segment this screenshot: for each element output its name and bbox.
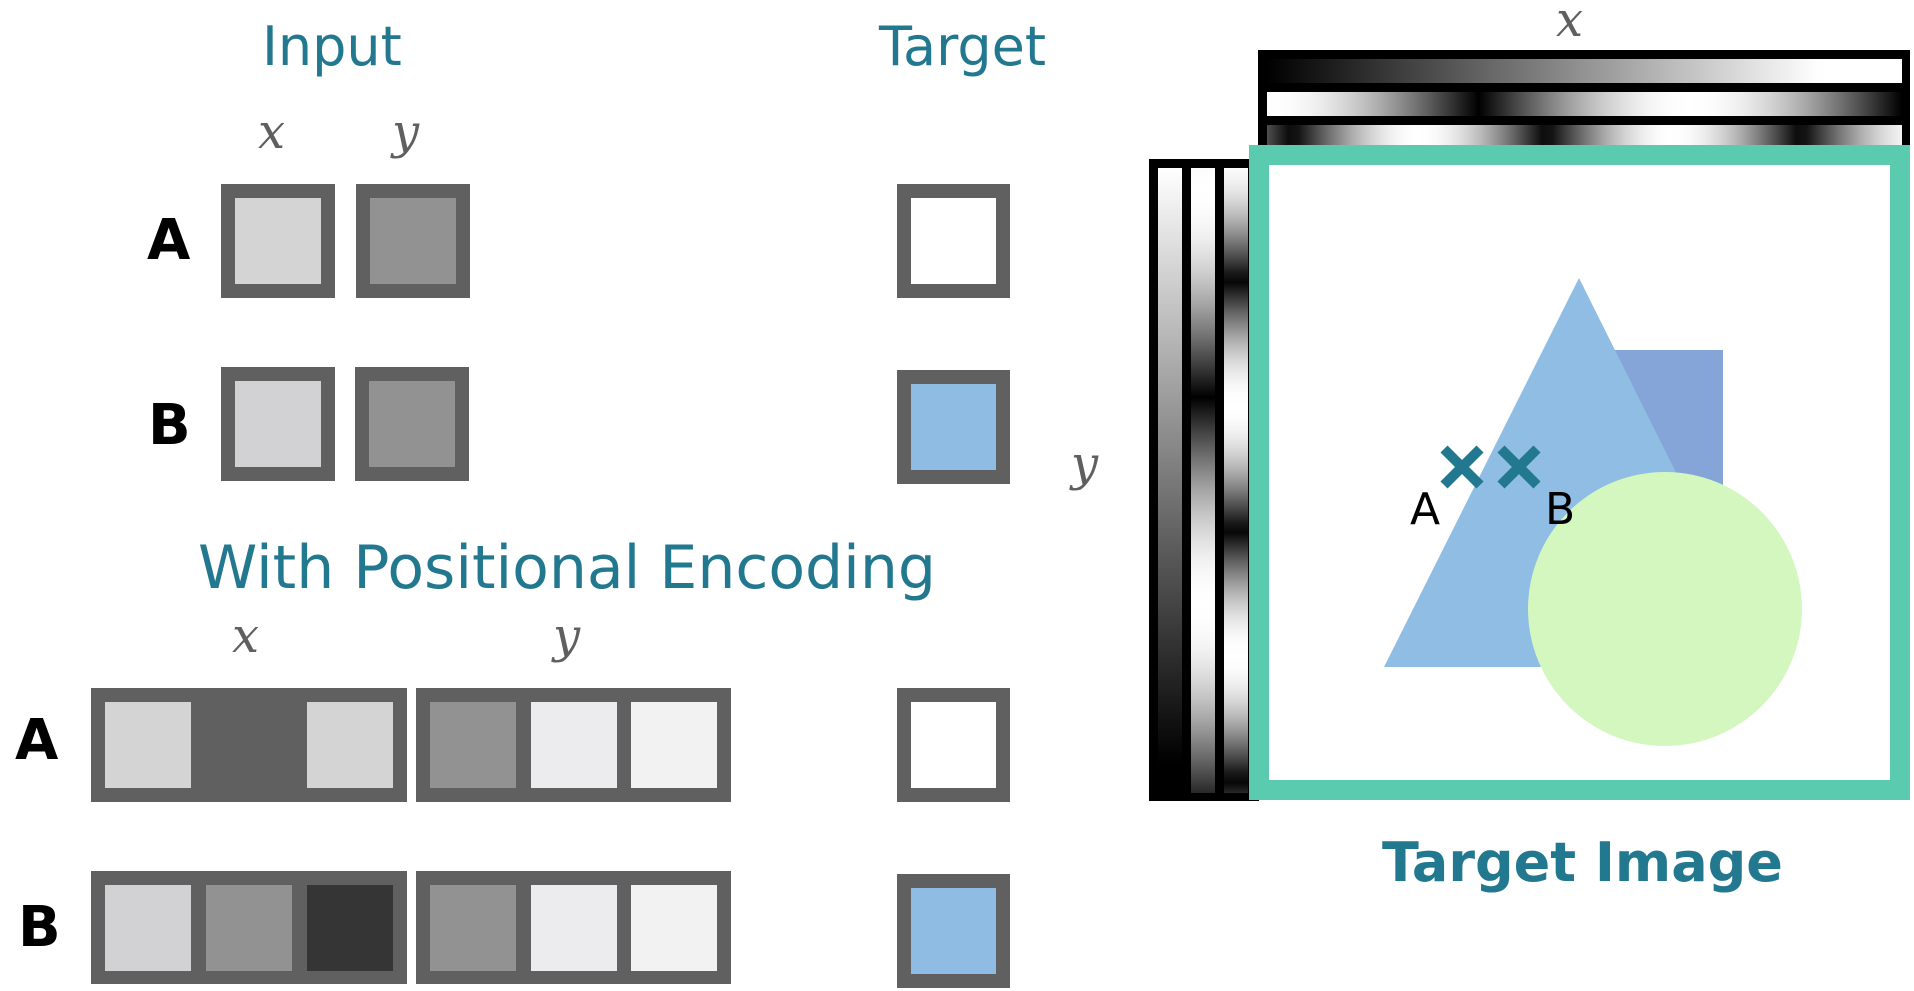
- pe-b-y-cell-2: [531, 885, 617, 971]
- pe-a-x-cell-2: [206, 702, 292, 788]
- y-encoding-strip: [1149, 159, 1259, 801]
- target-image-heading: Target Image: [1382, 831, 1783, 894]
- pe-row-label-a: A: [15, 708, 59, 773]
- x-strip-channel-1: [1267, 59, 1902, 83]
- x-encoding-strip: [1258, 50, 1910, 150]
- pe-b-x-encoding: [91, 871, 407, 984]
- y-strip-channel-3: [1224, 168, 1248, 793]
- pe-a-x-cell-1: [105, 702, 191, 788]
- input-heading: Input: [262, 15, 402, 78]
- pe-a-y-cell-2: [531, 702, 617, 788]
- pe-b-x-cell-2: [206, 885, 292, 971]
- target-a-cell: [897, 184, 1010, 298]
- pe-a-x-encoding: [91, 688, 407, 802]
- pe-b-y-encoding: [416, 871, 731, 984]
- input-row-label-b: B: [148, 393, 191, 458]
- y-strip-channel-1: [1158, 168, 1182, 793]
- pe-b-x-cell-1: [105, 885, 191, 971]
- pe-x-label: x: [232, 608, 260, 664]
- pe-b-y-cell-3: [631, 885, 717, 971]
- pe-b-y-cell-1: [430, 885, 516, 971]
- target-b-cell: [897, 370, 1010, 484]
- pe-y-label: y: [553, 608, 581, 664]
- point-a-marker-icon: [1440, 445, 1484, 489]
- point-b-label: B: [1545, 484, 1575, 535]
- input-b-y-cell: [355, 367, 469, 481]
- input-y-label: y: [392, 104, 420, 160]
- pe-a-y-cell-1: [430, 702, 516, 788]
- input-x-label: x: [258, 104, 286, 160]
- point-b-marker-icon: [1497, 445, 1541, 489]
- pe-b-x-cell-3: [307, 885, 393, 971]
- input-a-y-cell: [356, 184, 470, 298]
- target-heading: Target: [879, 15, 1047, 78]
- input-a-x-cell: [221, 184, 335, 298]
- pe-a-y-cell-3: [631, 702, 717, 788]
- pe-a-y-encoding: [416, 688, 731, 802]
- input-b-x-cell: [221, 367, 335, 481]
- image-x-axis-label: x: [1556, 0, 1584, 48]
- circle-shape: [1528, 472, 1802, 746]
- point-a-label: A: [1410, 484, 1440, 535]
- pe-a-x-cell-3: [307, 702, 393, 788]
- input-row-label-a: A: [147, 208, 191, 273]
- positional-encoding-heading: With Positional Encoding: [198, 533, 936, 603]
- y-strip-channel-2: [1191, 168, 1215, 793]
- image-y-axis-label: y: [1071, 436, 1099, 492]
- pe-target-a-cell: [897, 688, 1010, 802]
- x-strip-channel-2: [1267, 92, 1902, 116]
- pe-target-b-cell: [897, 874, 1010, 988]
- pe-row-label-b: B: [18, 895, 61, 960]
